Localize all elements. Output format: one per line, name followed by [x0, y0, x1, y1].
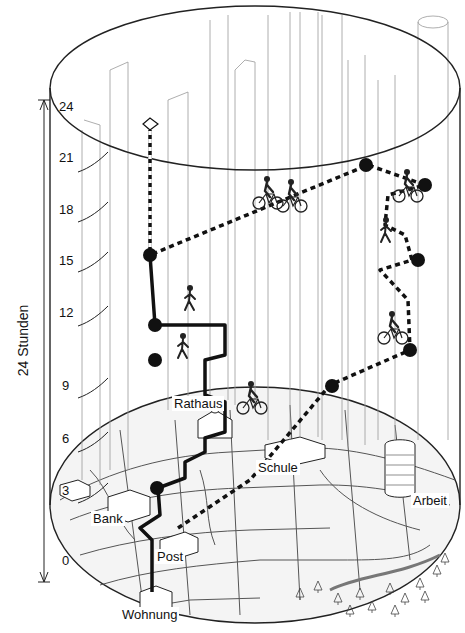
- place-name: Arbeit: [411, 493, 449, 508]
- place-name: Wohnung: [120, 607, 179, 622]
- axis-number: 9: [60, 378, 71, 393]
- place-name: Schule: [256, 460, 300, 475]
- axis-number: 0: [60, 553, 71, 568]
- place-name: Post: [155, 549, 185, 564]
- place-name: Rathaus: [172, 396, 224, 411]
- axis-number: 3: [60, 483, 71, 498]
- axis-number: 21: [57, 150, 75, 165]
- axis-number: 15: [57, 253, 75, 268]
- place-name: Bank: [91, 511, 125, 526]
- axis-number: 18: [57, 202, 75, 217]
- axis-number: 6: [60, 431, 71, 446]
- axis-number: 24: [57, 99, 75, 114]
- axis-number: 12: [57, 305, 75, 320]
- axis-title: 24 Stunden: [16, 303, 31, 379]
